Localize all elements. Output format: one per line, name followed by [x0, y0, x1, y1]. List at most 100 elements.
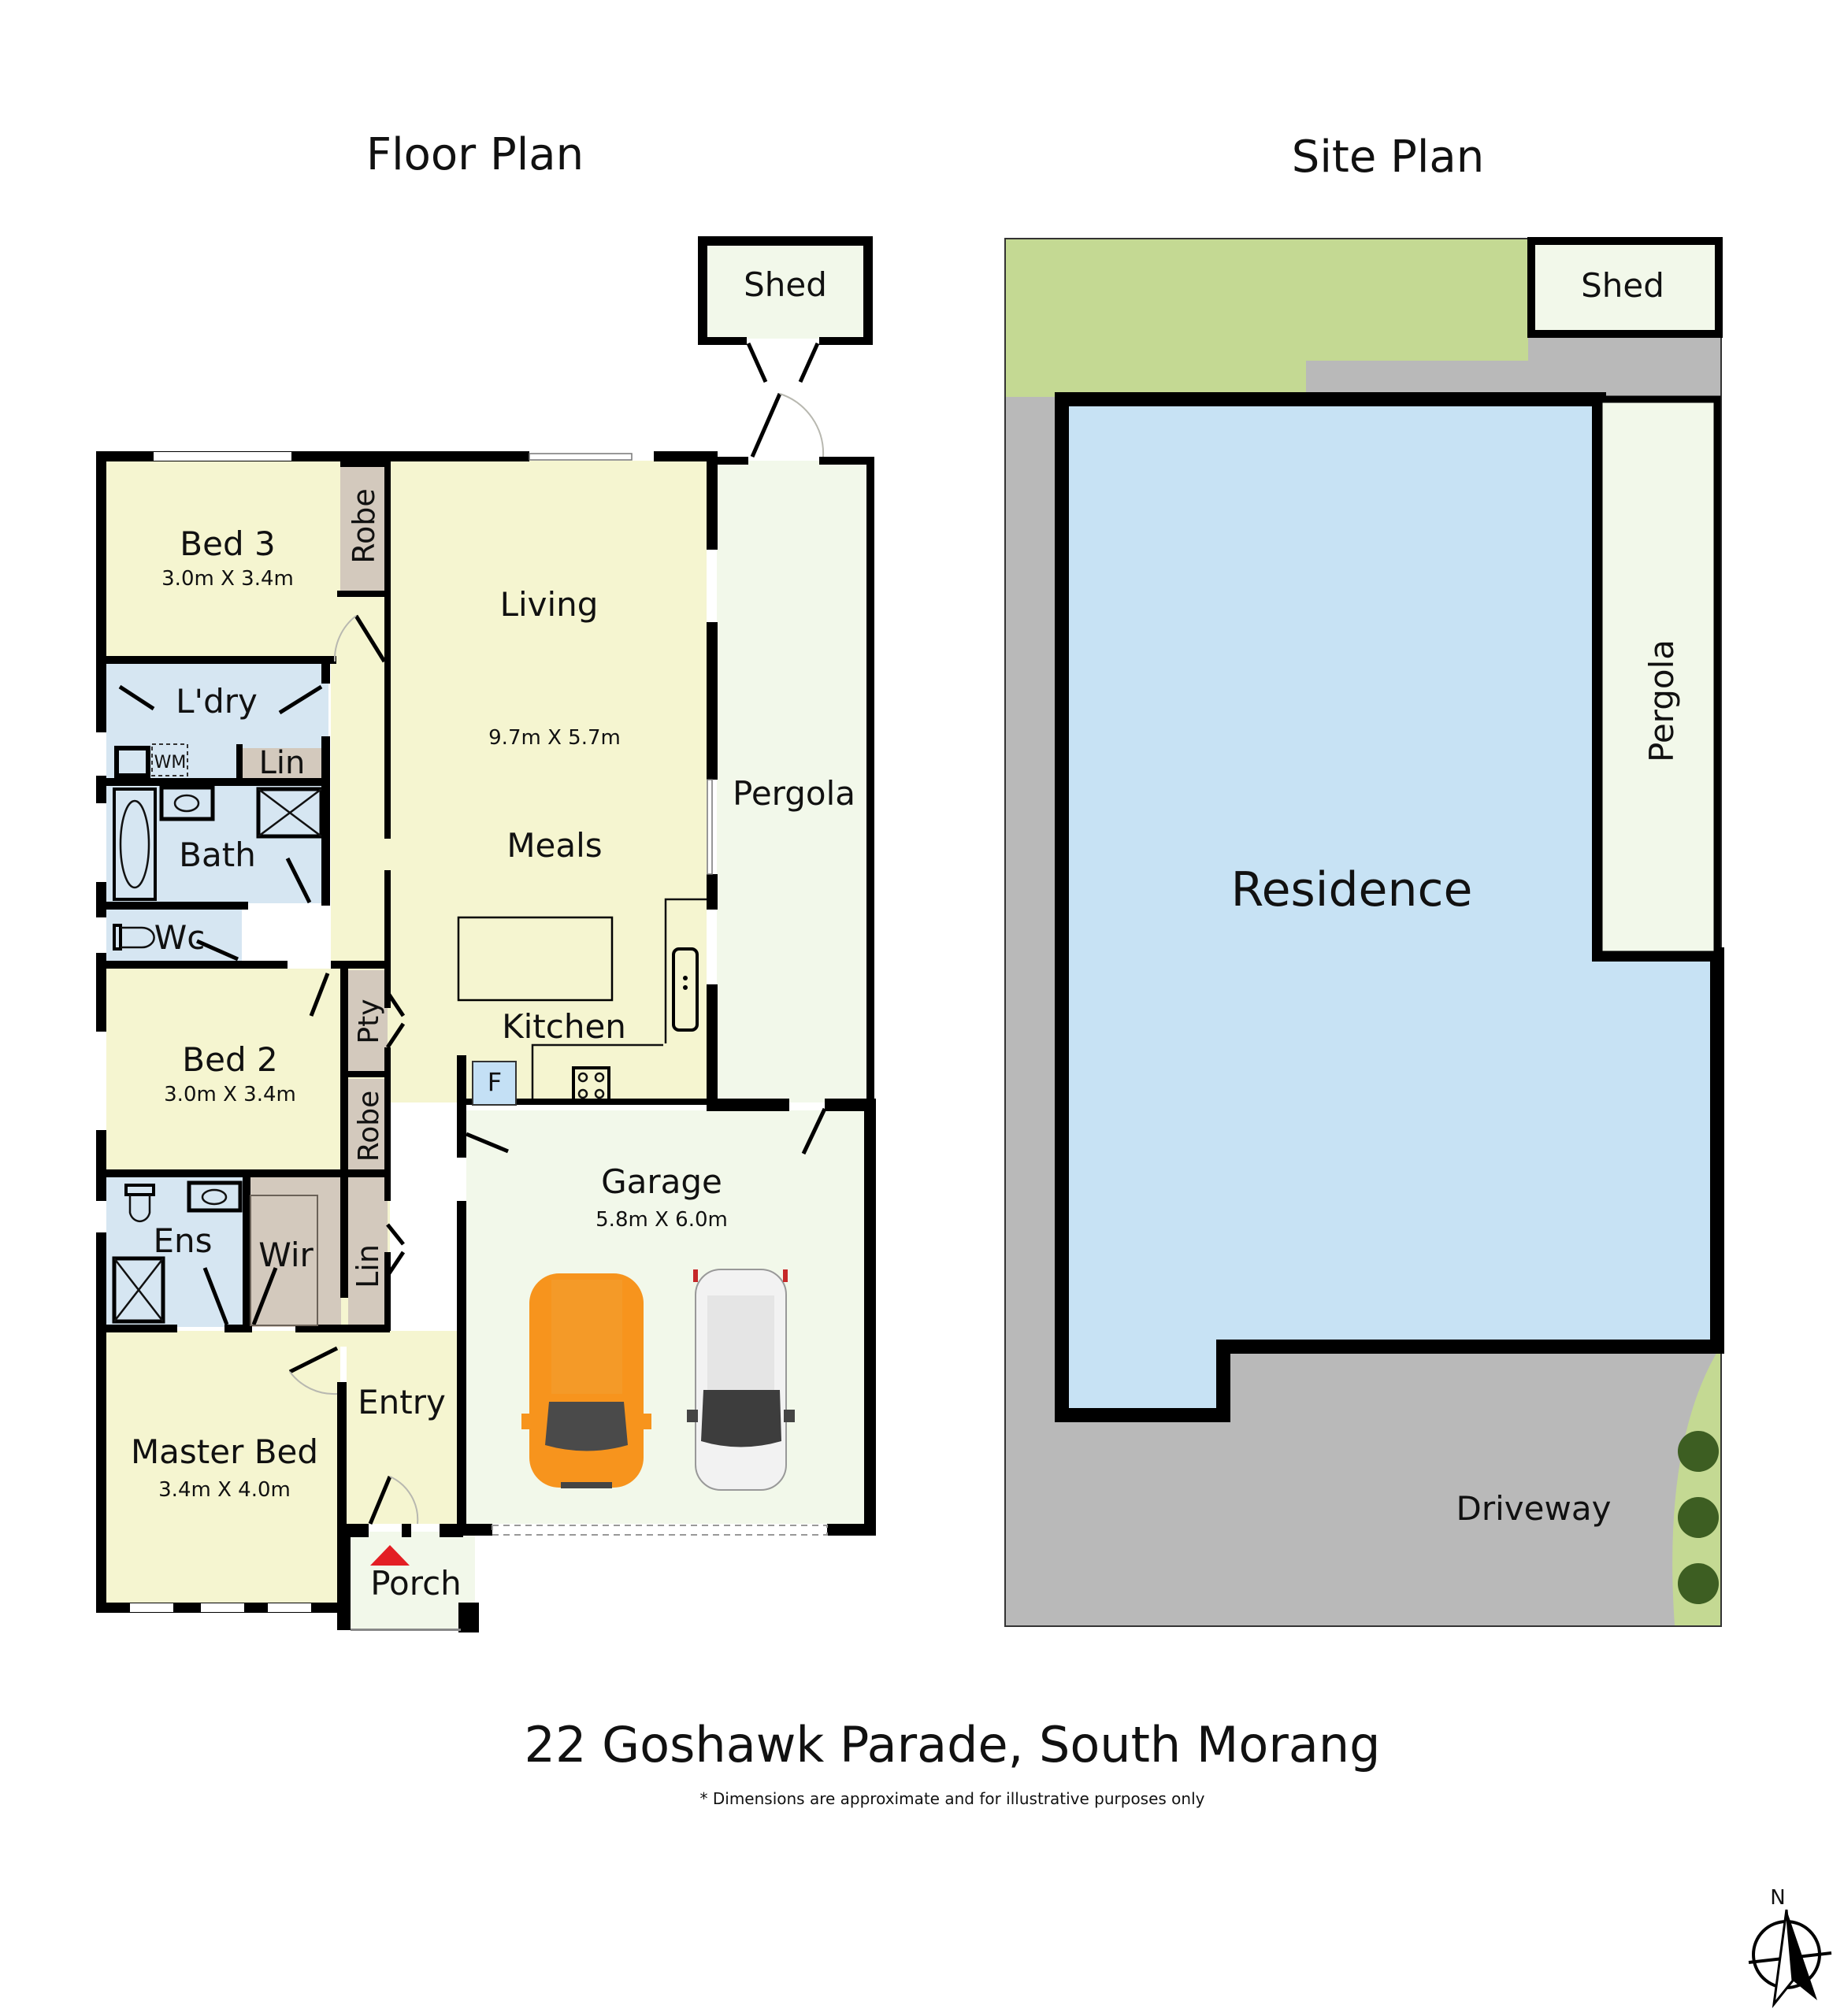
robe-mid-floor — [348, 1079, 388, 1172]
garage-door — [492, 1525, 828, 1536]
bed2-door[interactable] — [309, 973, 330, 1017]
wall-entry-south-b — [402, 1524, 411, 1537]
master-door[interactable] — [288, 1346, 339, 1374]
wall-garage-west-a — [457, 1099, 466, 1158]
garage-pergola-door[interactable] — [801, 1107, 827, 1155]
car-white-icon — [687, 1269, 795, 1491]
car-orange-icon — [521, 1273, 651, 1488]
lin-door-a[interactable] — [386, 1223, 405, 1246]
washing-machine-icon — [151, 743, 188, 776]
site-plan-title: Site Plan — [1292, 132, 1484, 183]
wall-hall-east-c — [384, 1047, 391, 1201]
shower-bath-cross — [258, 788, 322, 837]
lawn-north — [1006, 239, 1528, 397]
living-floor — [388, 461, 707, 1102]
burner-4 — [594, 1088, 605, 1099]
wc-door[interactable] — [195, 939, 239, 962]
wall-fridge-west — [458, 1063, 465, 1110]
shower-bath-icon — [256, 787, 324, 839]
porch-edge — [351, 1629, 461, 1631]
north-compass-icon: N — [1748, 1886, 1832, 2009]
wall-bed3-south — [106, 656, 336, 664]
shed-floor — [706, 244, 863, 339]
shed-label: Shed — [744, 265, 827, 304]
laundry-door-right[interactable] — [278, 684, 323, 715]
pantry-door-a[interactable] — [385, 991, 406, 1017]
master-door-swing — [289, 1371, 338, 1395]
window-bed3 — [154, 452, 291, 461]
fridge-icon — [472, 1061, 517, 1106]
robe-mid-label: Robe — [353, 1091, 385, 1162]
shed-door-left[interactable] — [746, 342, 768, 384]
wall-master-entry — [337, 1382, 347, 1528]
shed-door-right[interactable] — [798, 342, 820, 384]
site-pergola-label: Pergola — [1642, 639, 1681, 762]
garage-dims: 5.8m X 6.0m — [595, 1208, 728, 1232]
burner-1 — [577, 1072, 588, 1083]
entry-marker-icon — [370, 1545, 410, 1566]
bed3-floor — [106, 461, 340, 658]
wall-living-east-3 — [707, 874, 718, 910]
sliding-door-meals — [707, 779, 713, 875]
pergola-door-swing — [779, 393, 825, 458]
wir-shelf — [250, 1195, 318, 1326]
bath-floor — [106, 784, 328, 903]
pergola-label: Pergola — [733, 774, 855, 813]
entry-floor — [347, 1331, 457, 1524]
ens-door[interactable] — [202, 1267, 229, 1325]
laundry-door-left[interactable] — [118, 684, 155, 711]
wall-wir-south — [295, 1325, 390, 1332]
porch-label: Porch — [370, 1564, 462, 1603]
window-wc — [96, 917, 106, 953]
wall-hall-east-a — [384, 461, 391, 839]
compass-n-label: N — [1770, 1886, 1785, 1910]
wall-wc-south — [106, 961, 288, 969]
kitchen-bench-east — [664, 898, 707, 1043]
pergola-door[interactable] — [750, 392, 782, 458]
kitchen-sink-icon — [672, 947, 699, 1032]
garage-internal-door[interactable] — [466, 1132, 509, 1154]
disclaimer: * Dimensions are approximate and for ill… — [700, 1789, 1205, 1808]
window-ens — [96, 1201, 106, 1232]
wall-ens-wir — [243, 1173, 250, 1331]
burner-3 — [577, 1088, 588, 1099]
front-door-swing — [389, 1476, 419, 1525]
front-door[interactable] — [368, 1476, 392, 1525]
toilet-wc-icon — [121, 926, 155, 949]
basin-bath-icon — [173, 794, 200, 813]
living-dims: 9.7m X 5.7m — [488, 726, 621, 750]
window-kitchen-east — [707, 910, 717, 984]
window-laundry — [96, 732, 106, 776]
wir-door[interactable] — [251, 1267, 278, 1325]
site-shed-label: Shed — [1581, 266, 1664, 305]
meals-label: Meals — [506, 826, 602, 865]
wall-bath-south — [106, 902, 248, 910]
window-master-2 — [201, 1603, 244, 1612]
site-plan: Residence Pergola Shed Driveway — [1004, 237, 1724, 1627]
pantry-door-b[interactable] — [385, 1022, 406, 1049]
wall-hall-east-b — [384, 870, 391, 1008]
bath-door[interactable] — [285, 857, 312, 904]
wall-pergola-north-b — [819, 457, 874, 465]
bed3-dims: 3.0m X 3.4m — [161, 567, 294, 591]
wall-shed-south-a — [698, 337, 747, 345]
wall-north-living-east — [654, 451, 717, 461]
residence-label: Residence — [1231, 862, 1473, 917]
shower-ens-icon — [112, 1256, 165, 1324]
bed3-door[interactable] — [354, 614, 387, 663]
fridge-label: F — [488, 1067, 502, 1097]
tree-1-icon — [1678, 1431, 1719, 1472]
wall-shed-north — [698, 236, 873, 246]
lin-top-floor — [242, 748, 325, 780]
lin-door-b[interactable] — [385, 1251, 406, 1277]
wall-living-east-4 — [707, 984, 718, 1110]
sliding-door-living — [529, 453, 633, 461]
wall-pty-robe — [340, 1071, 388, 1077]
wall-garage-south-east — [827, 1524, 876, 1536]
wall-pergola-north-a — [717, 457, 748, 465]
bath-label: Bath — [179, 836, 256, 874]
living-label: Living — [500, 585, 599, 624]
garage-label: Garage — [601, 1162, 722, 1201]
master-dims: 3.4m X 4.0m — [158, 1478, 291, 1502]
bed2-floor — [106, 969, 340, 1173]
